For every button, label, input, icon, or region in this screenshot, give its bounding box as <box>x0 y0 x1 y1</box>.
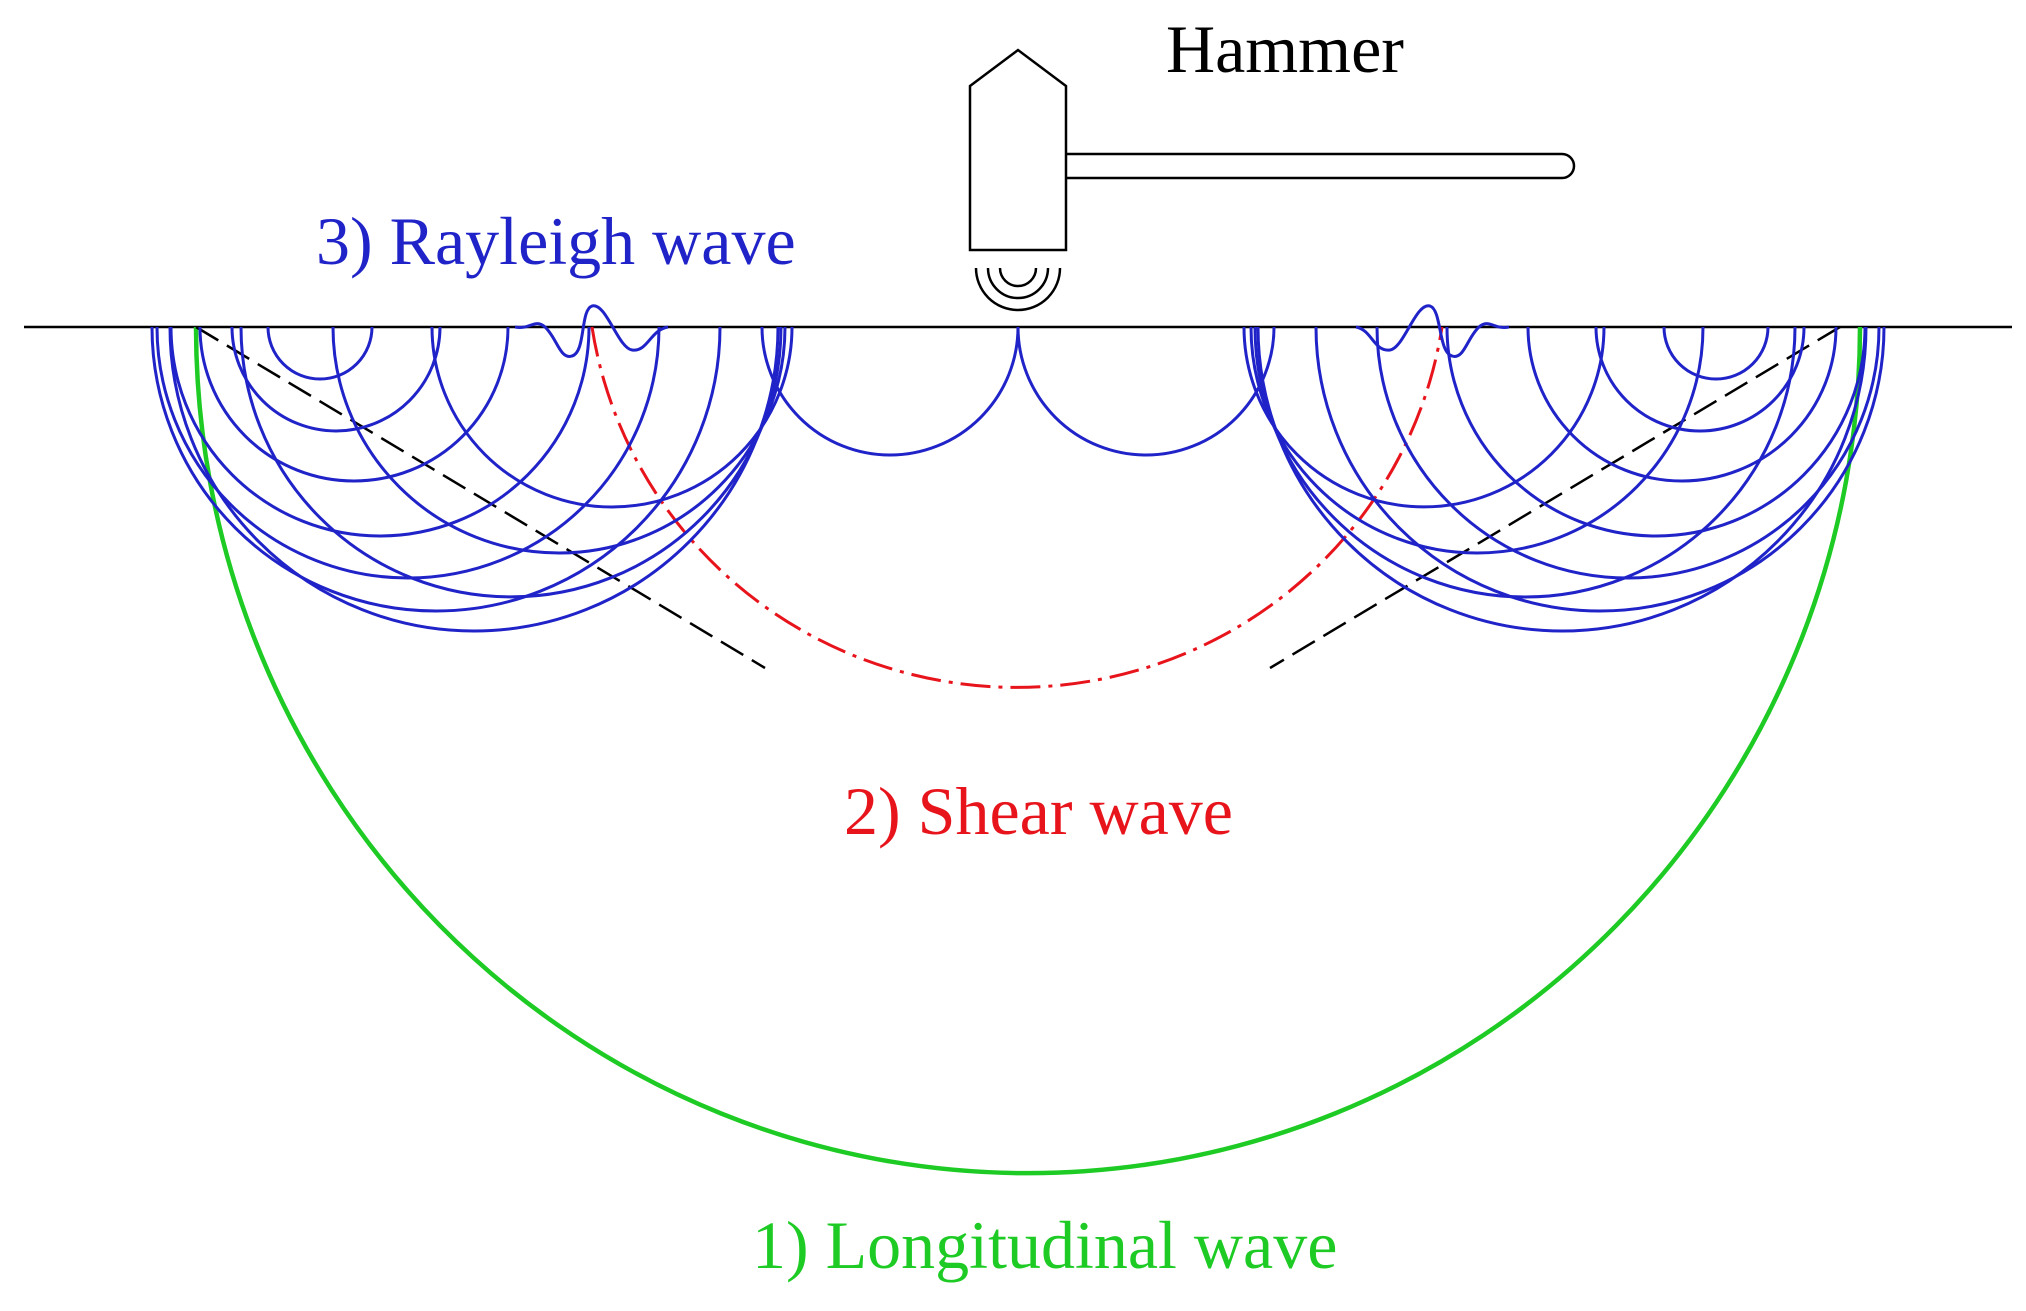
longitudinal-wave-label: 1) Longitudinal wave <box>752 1207 1337 1283</box>
shear-wave-label: 2) Shear wave <box>844 773 1233 849</box>
impact-arc-2 <box>986 267 1050 300</box>
impact-arc-1 <box>998 267 1038 288</box>
rayleigh-front-left-8 <box>198 326 510 483</box>
envelope-line-right <box>1269 325 1841 670</box>
rayleigh-front-left-6 <box>155 326 661 580</box>
rayleigh-surface-ripple-right <box>1355 304 1510 358</box>
rayleigh-front-right-7 <box>1445 326 1867 538</box>
shear-wavefront <box>590 326 1444 689</box>
hammer-handle <box>1066 152 1576 180</box>
rayleigh-front-left-7 <box>169 326 591 538</box>
hammer-head <box>968 48 1068 252</box>
rayleigh-front-left-1 <box>430 326 794 509</box>
rayleigh-front-right-10 <box>1662 326 1770 381</box>
rayleigh-front-right-4 <box>1256 326 1868 633</box>
rayleigh-front-left-10 <box>266 326 374 381</box>
rayleigh-front-right-6 <box>1375 326 1881 580</box>
rayleigh-front-left-9 <box>230 326 442 433</box>
rayleigh-wavefronts <box>150 326 1886 633</box>
rayleigh-surface-ripple-left <box>514 304 669 358</box>
rayleigh-front-center-left <box>760 326 1020 457</box>
envelope-line-left <box>195 325 766 670</box>
rayleigh-front-right-9 <box>1594 326 1806 433</box>
rayleigh-front-right-8 <box>1526 326 1838 483</box>
hammer-icon <box>968 48 1576 312</box>
rayleigh-front-left-4 <box>168 326 780 633</box>
rayleigh-front-left-5 <box>150 326 722 613</box>
rayleigh-front-right-1 <box>1242 326 1606 509</box>
longitudinal-wavefront <box>193 326 1863 1176</box>
hammer-label: Hammer <box>1166 11 1404 87</box>
rayleigh-front-center-right <box>1016 326 1276 457</box>
rayleigh-front-right-5 <box>1314 326 1886 613</box>
impact-arc-3 <box>974 267 1062 312</box>
rayleigh-wave-label: 3) Rayleigh wave <box>316 203 796 279</box>
